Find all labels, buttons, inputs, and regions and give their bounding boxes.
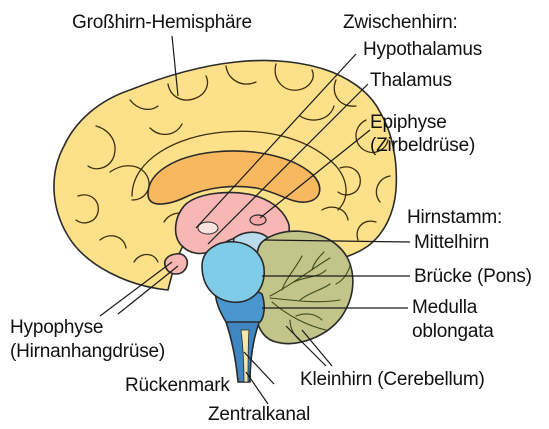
label-midbrain: Mittelhirn — [414, 232, 489, 253]
label-hypophysis: Hypophyse — [10, 317, 103, 338]
brain-illustration — [54, 60, 396, 382]
label-cerebrum: Großhirn-Hemisphäre — [72, 12, 252, 33]
label-medulla-line2: oblongata — [412, 321, 494, 342]
label-spinal-cord: Rückenmark — [125, 375, 230, 396]
label-cerebellum: Kleinhirn (Cerebellum) — [300, 369, 485, 390]
label-hypophysis-alt: (Hirnanhangdrüse) — [10, 341, 165, 362]
label-hypothalamus: Hypothalamus — [363, 39, 482, 60]
label-central-canal: Zentralkanal — [208, 404, 310, 425]
label-medulla-line1: Medulla — [412, 297, 478, 318]
label-epiphysis: Epiphyse — [370, 112, 447, 133]
epiphysis-shape — [250, 215, 266, 225]
label-brainstem-heading: Hirnstamm: — [407, 207, 502, 228]
label-thalamus: Thalamus — [370, 70, 452, 91]
cerebellum-shape — [255, 231, 352, 343]
label-diencephalon-heading: Zwischenhirn: — [343, 12, 458, 33]
hypophysis-shape — [165, 254, 188, 274]
pons-shape — [202, 242, 264, 303]
label-epiphysis-alt: (Zirbeldrüse) — [370, 135, 475, 156]
label-pons: Brücke (Pons) — [414, 266, 532, 287]
